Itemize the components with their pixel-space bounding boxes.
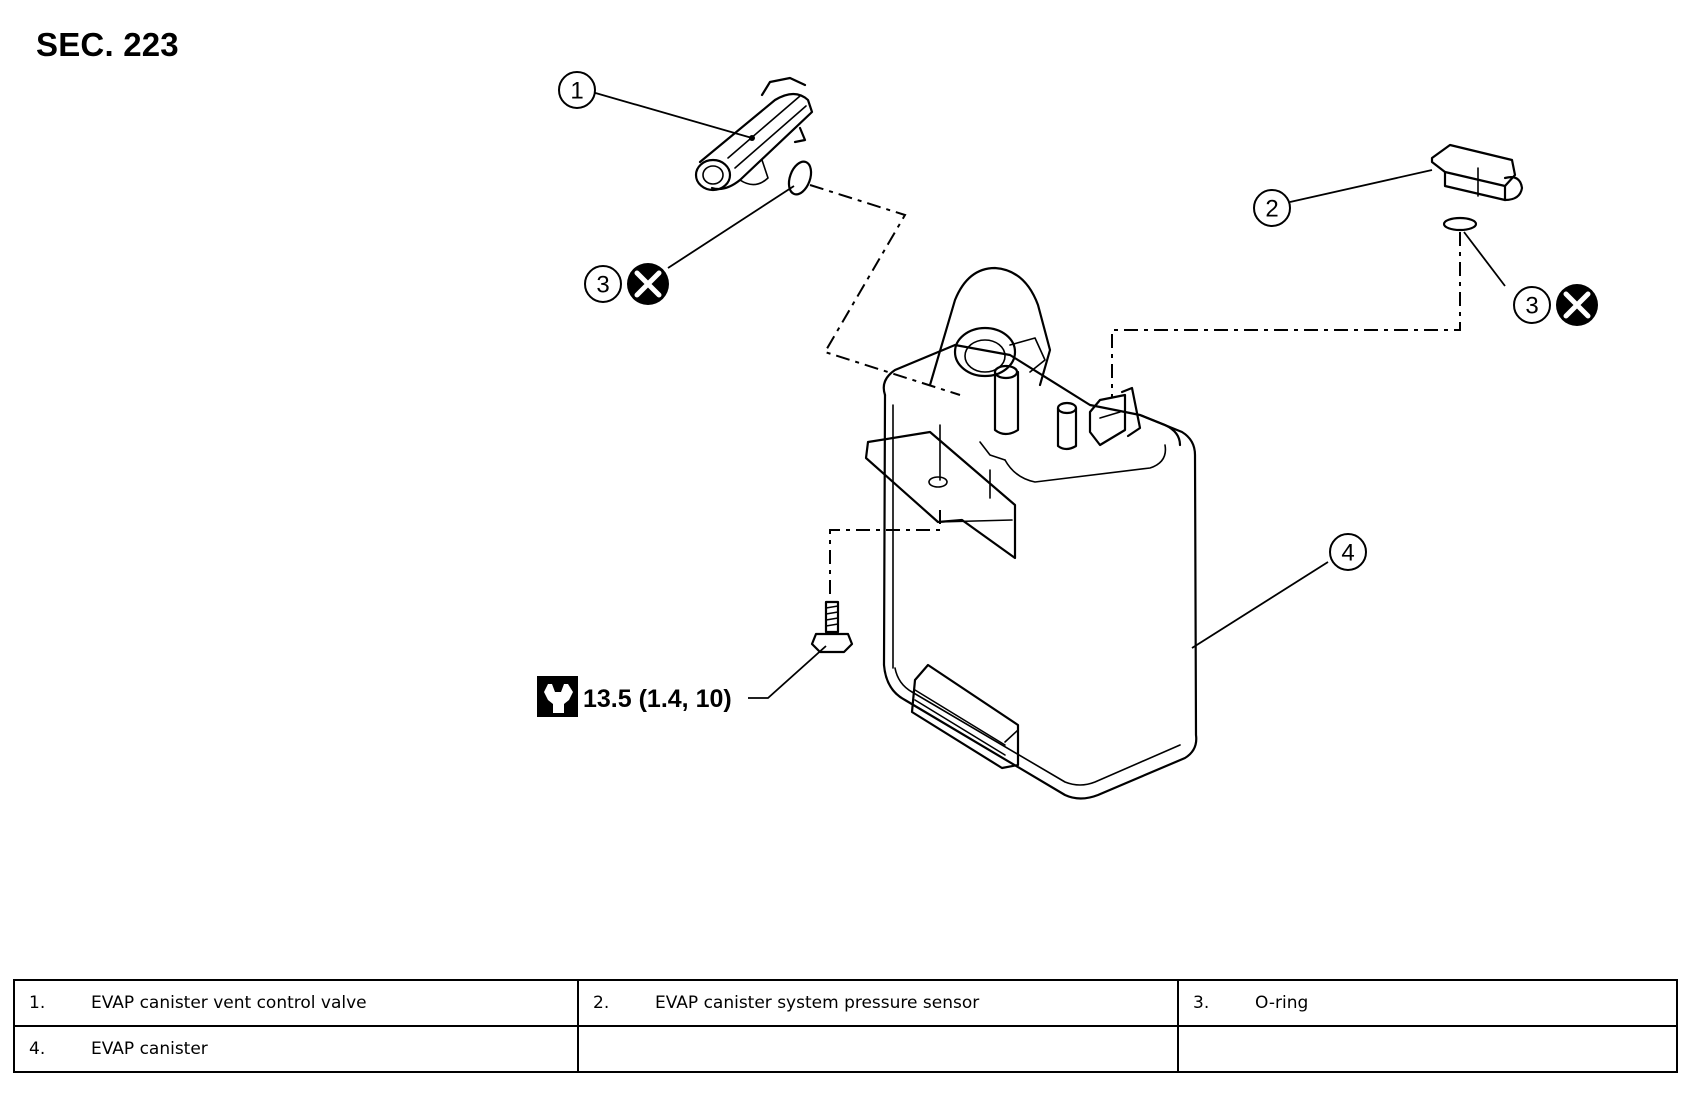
o-ring-upper-right (1442, 216, 1478, 232)
legend-number: 2. (593, 993, 610, 1013)
callout-4: 4 (1329, 533, 1367, 571)
torque-spec: 13.5 (1.4, 10) (583, 685, 732, 713)
callout-1: 1 (558, 71, 596, 109)
evap-canister (864, 266, 1198, 800)
legend-empty-cell (577, 1025, 1179, 1073)
mounting-bolt (810, 600, 854, 654)
callout-1-label: 1 (570, 78, 583, 105)
legend-row: 4. EVAP canister (13, 1025, 1678, 1073)
evap-canister-diagram: 1 2 3 3 4 13.5 (1.4, 10) (537, 71, 1598, 800)
legend-row: 1. EVAP canister vent control valve 2. EVA… (13, 979, 1678, 1027)
legend-number: 3. (1193, 993, 1210, 1013)
legend-label: O-ring (1255, 993, 1309, 1013)
callout-3-left-label: 3 (596, 272, 609, 299)
legend-label: EVAP canister vent control valve (91, 993, 367, 1013)
wrench-torque-icon (537, 676, 578, 717)
assembly-line-sensor (1111, 232, 1461, 398)
assembly-line-bolt (829, 510, 941, 598)
legend-number: 1. (29, 993, 46, 1013)
legend-empty-cell (1177, 1025, 1678, 1073)
callout-3-left: 3 (584, 265, 622, 303)
callout-3-right: 3 (1513, 286, 1551, 324)
o-ring-upper-left (787, 160, 813, 196)
legend-item-4: 4. EVAP canister (13, 1025, 579, 1073)
callout-4-label: 4 (1341, 540, 1354, 567)
section-title: SEC. 223 (36, 26, 179, 63)
callout-2: 2 (1253, 189, 1291, 227)
legend-item-1: 1. EVAP canister vent control valve (13, 979, 579, 1027)
vent-control-valve (694, 76, 814, 192)
pressure-sensor (1430, 143, 1524, 202)
legend-table: 1. EVAP canister vent control valve 2. EVA… (13, 979, 1678, 1073)
legend-item-2: 2. EVAP canister system pressure sensor (577, 979, 1179, 1027)
x-circle-icon (627, 263, 669, 305)
x-circle-icon (1556, 284, 1598, 326)
legend-label: EVAP canister system pressure sensor (655, 993, 980, 1013)
legend-number: 4. (29, 1039, 46, 1059)
callout-3-right-label: 3 (1525, 293, 1538, 320)
callout-2-label: 2 (1265, 196, 1278, 223)
legend-item-3: 3. O-ring (1177, 979, 1678, 1027)
assembly-line-valve (809, 184, 961, 396)
legend-label: EVAP canister (91, 1039, 208, 1059)
